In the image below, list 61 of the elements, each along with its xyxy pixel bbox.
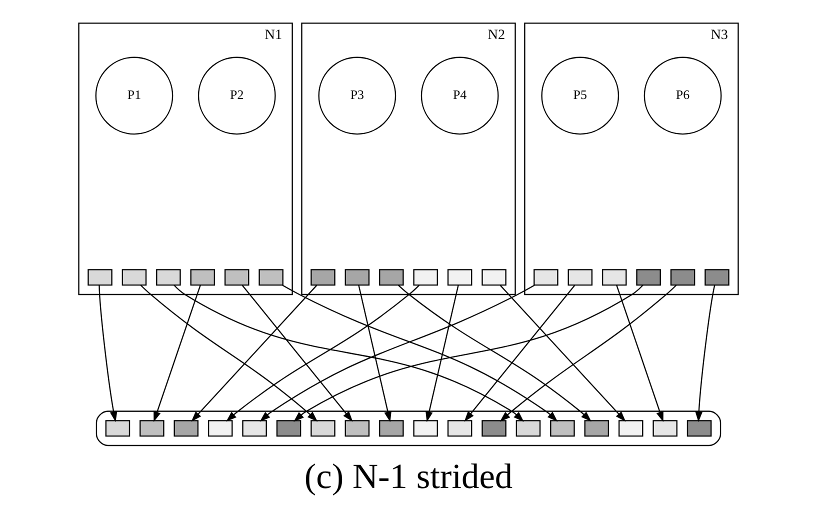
arrow bbox=[226, 284, 420, 422]
arrow bbox=[500, 284, 626, 422]
node-box bbox=[636, 268, 661, 286]
node-box bbox=[122, 268, 147, 286]
arrow bbox=[398, 284, 592, 422]
caption: (c) N-1 strided bbox=[304, 455, 513, 496]
node-box bbox=[550, 420, 575, 436]
node-box bbox=[413, 268, 438, 286]
arrow bbox=[294, 284, 644, 422]
arrow bbox=[242, 284, 353, 422]
node-box bbox=[88, 268, 112, 286]
node-box bbox=[618, 420, 644, 436]
arrow bbox=[464, 284, 576, 422]
node-box bbox=[670, 268, 696, 286]
node-box bbox=[224, 268, 250, 286]
arrow bbox=[426, 284, 459, 422]
arrow bbox=[616, 284, 664, 422]
arrow bbox=[174, 284, 524, 422]
node-box bbox=[447, 420, 472, 436]
arrow bbox=[358, 284, 392, 422]
node-circle: P2 bbox=[198, 56, 276, 134]
node-box bbox=[516, 420, 541, 436]
node-circle: P5 bbox=[541, 56, 620, 134]
node-box bbox=[242, 420, 267, 436]
node-box bbox=[379, 268, 404, 286]
arrow bbox=[260, 284, 535, 422]
node-box bbox=[105, 420, 130, 436]
node-box bbox=[447, 268, 472, 286]
node-box bbox=[568, 268, 593, 286]
node-box bbox=[344, 268, 370, 286]
node-box bbox=[686, 420, 712, 436]
node-box bbox=[482, 420, 506, 436]
arrow bbox=[191, 284, 318, 422]
node-box bbox=[534, 268, 558, 286]
node-box bbox=[704, 268, 730, 286]
node-box bbox=[584, 420, 610, 436]
node-box bbox=[379, 420, 404, 436]
node-box bbox=[413, 420, 438, 436]
node-box bbox=[652, 420, 678, 436]
node-box bbox=[602, 268, 627, 286]
arrow bbox=[695, 284, 716, 422]
node-circle: P4 bbox=[420, 56, 499, 134]
node-box bbox=[482, 268, 506, 286]
arrow bbox=[154, 284, 201, 422]
arrow bbox=[140, 284, 318, 422]
node-circle: P6 bbox=[644, 56, 722, 134]
arrow bbox=[282, 284, 558, 422]
arrow bbox=[500, 284, 677, 422]
node-box bbox=[258, 268, 284, 286]
node-box bbox=[190, 268, 216, 286]
node-box bbox=[174, 420, 199, 436]
arrow bbox=[98, 284, 118, 422]
node-box bbox=[310, 268, 336, 286]
node-box bbox=[208, 420, 233, 436]
node-box bbox=[276, 420, 302, 436]
node-circle: P3 bbox=[318, 56, 396, 134]
node-circle: P1 bbox=[95, 56, 174, 134]
node-box bbox=[156, 268, 181, 286]
node-box bbox=[344, 420, 370, 436]
node-box bbox=[140, 420, 164, 436]
node-box bbox=[310, 420, 336, 436]
